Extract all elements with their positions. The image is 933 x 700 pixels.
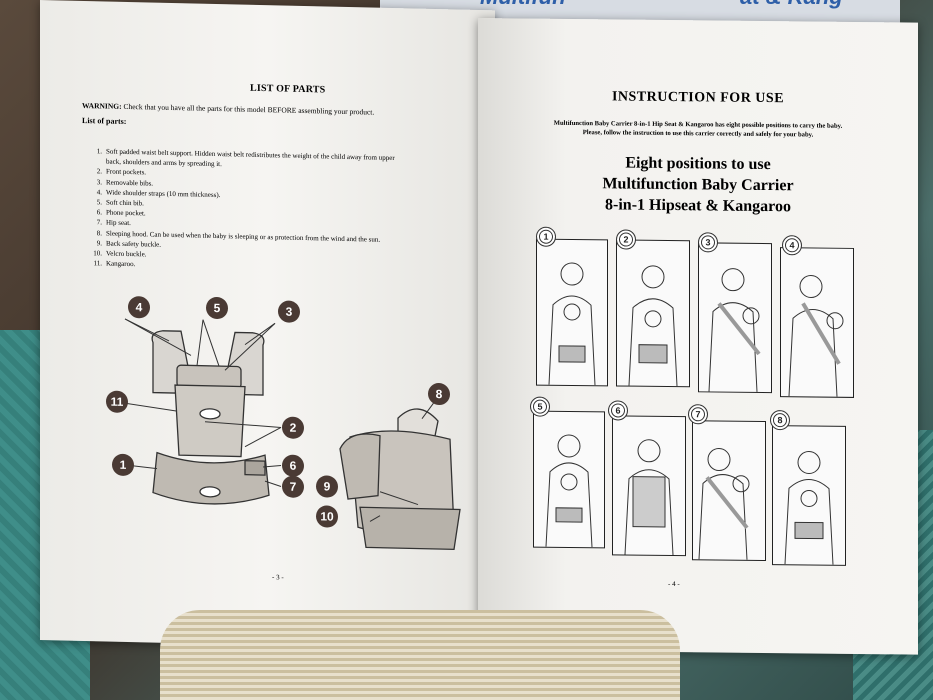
- list-of-parts-title: LIST OF PARTS: [250, 82, 326, 96]
- right-page: INSTRUCTION FOR USE Multifunction Baby C…: [478, 18, 918, 655]
- callout-11: 11: [106, 390, 128, 413]
- callout-9: 9: [316, 475, 338, 498]
- callout-6: 6: [282, 454, 304, 477]
- callout-3: 3: [278, 300, 300, 323]
- page-number-left: - 3 -: [272, 573, 284, 582]
- position-panel-4: [780, 247, 854, 398]
- carrier-side-diagram: [339, 396, 461, 551]
- callout-7: 7: [282, 475, 304, 498]
- instruction-title: INSTRUCTION FOR USE: [611, 89, 785, 107]
- position-panel-7: [692, 420, 766, 562]
- figure-4: [788, 274, 844, 397]
- position-badge-3: 3: [698, 232, 718, 253]
- warning-text: Check that you have all the parts for th…: [123, 101, 375, 117]
- left-page: LIST OF PARTS WARNING: Check that you ha…: [40, 0, 495, 651]
- figure-3: [708, 268, 761, 392]
- warning-line: WARNING: Check that you have all the par…: [82, 101, 374, 117]
- position-badge-8: 8: [770, 410, 790, 431]
- position-badge-1: 1: [536, 226, 556, 247]
- figure-6: [624, 439, 674, 556]
- position-panel-1: [536, 238, 608, 387]
- position-badge-2: 2: [616, 229, 636, 250]
- box-print-left: Multifun: [480, 0, 566, 10]
- position-badge-6: 6: [608, 400, 628, 421]
- figure-7: [698, 448, 750, 560]
- positions-heading: Eight positions to use Multifunction Bab…: [602, 154, 794, 216]
- box-print-right: at & Kang: [740, 0, 843, 10]
- callout-10: 10: [316, 505, 338, 528]
- figure-8: [784, 450, 834, 565]
- position-badge-7: 7: [688, 404, 708, 425]
- figure-5: [545, 434, 593, 548]
- carrier-front-diagram: [114, 318, 282, 505]
- parts-list: 1.Soft padded waist belt support. Hidden…: [88, 146, 478, 277]
- callout-5: 5: [206, 296, 228, 320]
- position-badge-5: 5: [530, 396, 550, 417]
- callout-1: 1: [112, 453, 134, 477]
- position-badge-4: 4: [782, 235, 802, 256]
- callout-8: 8: [428, 382, 450, 406]
- position-panel-6: [612, 415, 686, 557]
- figure-1: [548, 262, 596, 386]
- position-panel-3: [698, 242, 772, 394]
- position-panel-5: [533, 410, 605, 549]
- figure-2: [628, 265, 678, 387]
- warning-label: WARNING:: [82, 100, 122, 111]
- mesh-fabric: [160, 610, 680, 700]
- list-label: List of parts:: [82, 115, 127, 126]
- instruction-description: Multifunction Baby Carrier 8-in-1 Hip Se…: [553, 119, 843, 139]
- page-number-right: - 4 -: [668, 579, 680, 589]
- callout-2: 2: [282, 416, 304, 439]
- callout-4: 4: [128, 295, 150, 319]
- position-panel-2: [616, 239, 690, 388]
- position-panel-8: [772, 425, 846, 566]
